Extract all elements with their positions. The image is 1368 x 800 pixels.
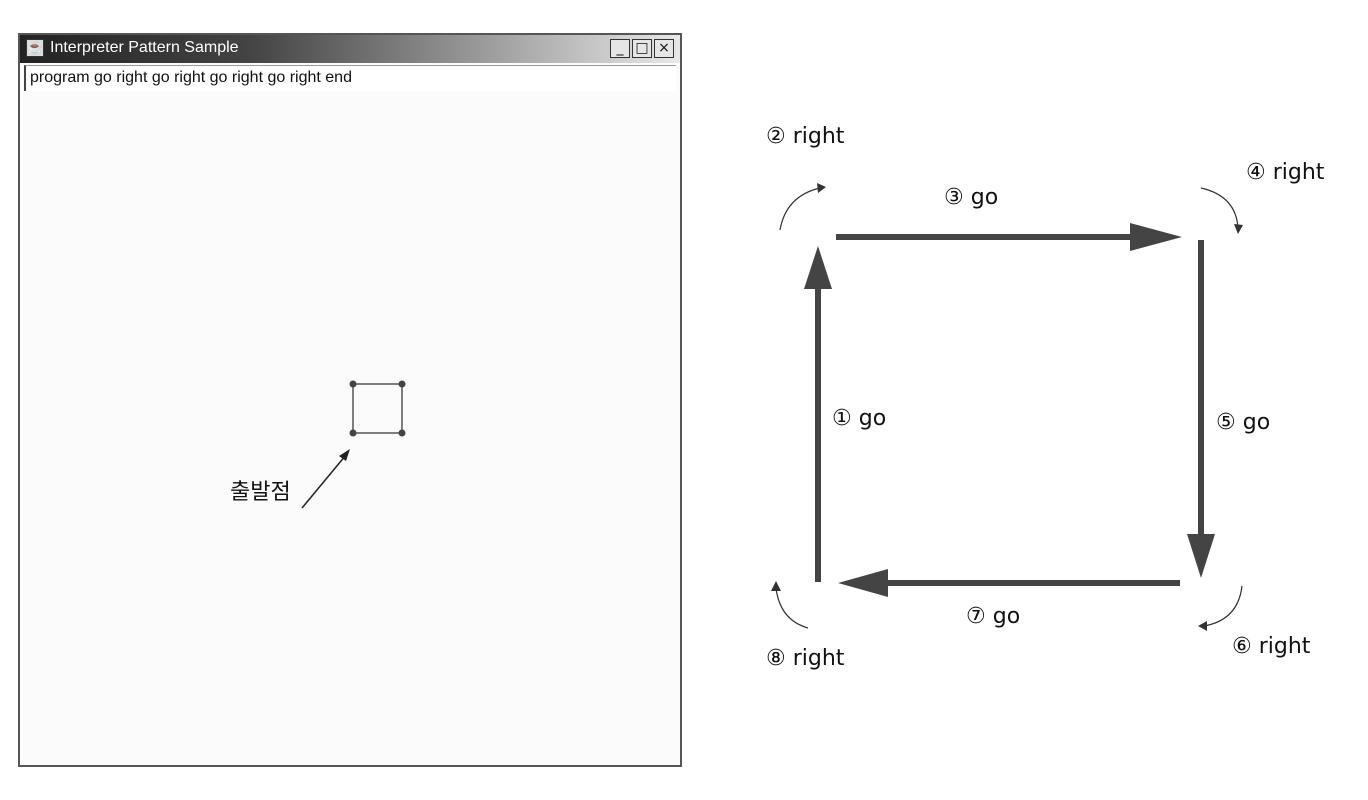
step-label-5: ⑤ go [1216, 410, 1270, 435]
step-number: ⑤ [1216, 410, 1236, 435]
square-path [352, 383, 403, 434]
window-title: Interpreter Pattern Sample [50, 39, 239, 56]
turn-arc-4 [1200, 187, 1243, 234]
step-number: ② [766, 124, 786, 149]
step-word: right [792, 646, 845, 671]
square-vertex [349, 429, 357, 437]
step-label-4: ④ right [1246, 160, 1324, 185]
square-vertex [398, 429, 406, 437]
arrowhead-icon [804, 246, 832, 289]
close-button[interactable]: × [654, 39, 674, 58]
minimize-button[interactable]: _ [610, 39, 630, 58]
square-vertex [349, 380, 357, 388]
step-number: ⑥ [1232, 634, 1252, 659]
step-word: go [858, 406, 887, 431]
step-label-7: ⑦ go [966, 604, 1020, 629]
step-word: right [1272, 160, 1325, 185]
turn-arc-6 [1198, 585, 1243, 631]
maximize-button[interactable]: □ [632, 39, 652, 58]
step-number: ③ [944, 185, 964, 210]
step-word: right [1258, 634, 1311, 659]
window-controls: _ □ × [610, 39, 674, 58]
turn-arc-2 [779, 183, 826, 231]
step-word: go [992, 604, 1021, 629]
step-label-3: ③ go [944, 185, 998, 210]
turn-arc-8 [771, 581, 809, 629]
step-label-2: ② right [766, 124, 844, 149]
step-word: right [792, 124, 845, 149]
start-pointer-arrow [301, 449, 350, 509]
step-word: go [1242, 410, 1271, 435]
step-number: ⑦ [966, 604, 986, 629]
step-number: ⑧ [766, 646, 786, 671]
step-label-1: ① go [832, 406, 886, 431]
step-word: go [970, 185, 999, 210]
start-point-label: 출발점 [230, 480, 291, 505]
arrowhead-icon [1187, 534, 1215, 578]
square-vertex [398, 380, 406, 388]
drawn-square [349, 380, 406, 437]
step-label-6: ⑥ right [1232, 634, 1310, 659]
arrowhead-icon [1130, 223, 1182, 251]
path-diagram [771, 183, 1243, 631]
interpreter-window: ☕ Interpreter Pattern Sample _ □ × progr… [18, 33, 682, 767]
step-label-8: ⑧ right [766, 646, 844, 671]
app-icon[interactable]: ☕ [26, 39, 44, 57]
command-input[interactable]: program go right go right go right go ri… [24, 65, 676, 91]
arrowhead-icon [838, 569, 888, 597]
title-bar[interactable]: ☕ Interpreter Pattern Sample _ □ × [20, 35, 680, 63]
step-number: ① [832, 406, 852, 431]
step-number: ④ [1246, 160, 1266, 185]
